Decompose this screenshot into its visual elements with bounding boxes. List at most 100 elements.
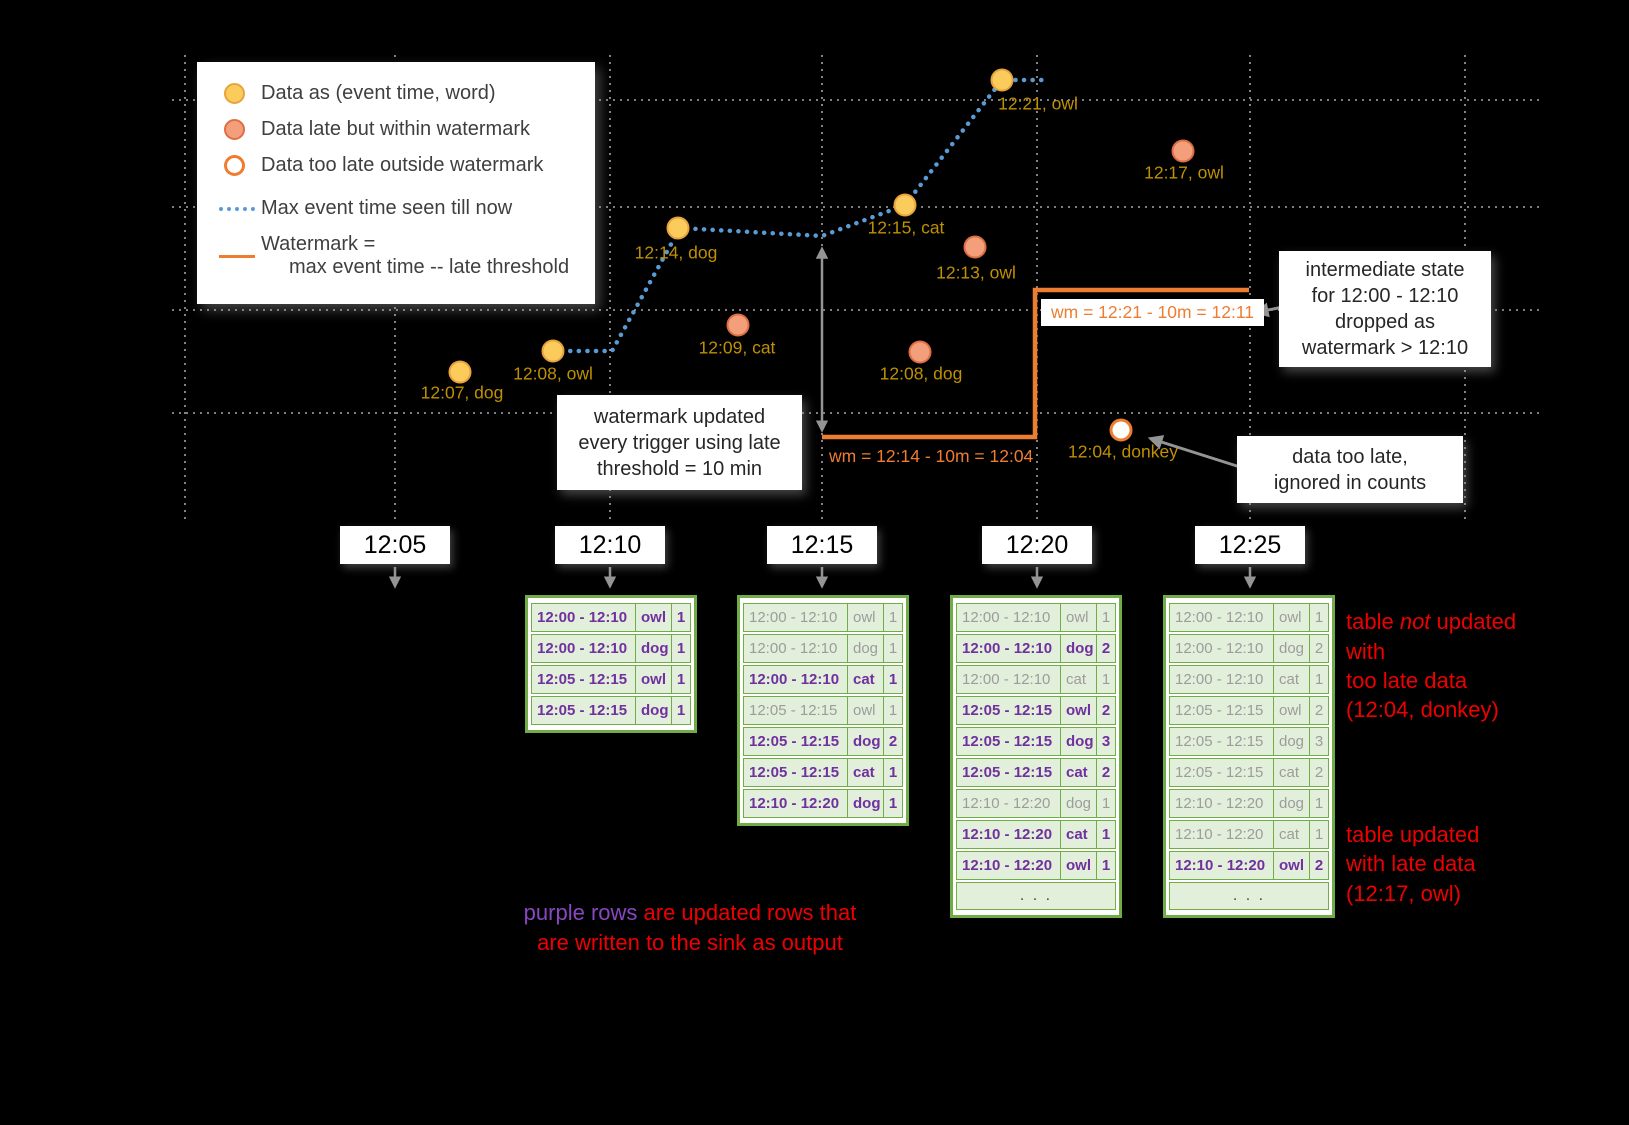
word-cell: dog bbox=[848, 728, 884, 755]
data-point-label: 12:17, owl bbox=[1144, 162, 1224, 183]
window-cell: 12:05 - 12:15 bbox=[957, 697, 1061, 724]
window-cell: 12:05 - 12:15 bbox=[1170, 759, 1274, 786]
count-cell: 1 bbox=[888, 795, 898, 812]
word-cell: cat bbox=[1061, 821, 1097, 848]
word-cell: owl bbox=[1274, 697, 1310, 724]
count-cell: 2 bbox=[888, 733, 898, 750]
word-cell: owl bbox=[636, 666, 672, 693]
watermark-line bbox=[822, 287, 1249, 440]
word-cell: dog bbox=[1061, 728, 1097, 755]
window-cell: 12:00 - 12:10 bbox=[957, 635, 1061, 662]
window-cell: 12:05 - 12:15 bbox=[1170, 728, 1274, 755]
window-cell: 12:05 - 12:15 bbox=[532, 697, 636, 724]
data-toolate-icon bbox=[217, 155, 261, 176]
table-ellipsis-row: . . . bbox=[956, 882, 1116, 910]
window-cell: 12:05 - 12:15 bbox=[957, 759, 1061, 786]
legend-label: Watermark = max event time -- late thres… bbox=[261, 233, 570, 278]
time-axis-arrows bbox=[388, 567, 1257, 589]
window-cell: 12:10 - 12:20 bbox=[1170, 790, 1274, 817]
word-cell: owl bbox=[1274, 604, 1310, 631]
data-point-label: 12:07, dog bbox=[420, 382, 504, 403]
count-cell: 1 bbox=[1314, 671, 1324, 688]
max-event-time-line bbox=[550, 77, 1046, 354]
count-cell: 2 bbox=[1101, 702, 1111, 719]
count-cell: 1 bbox=[676, 671, 686, 688]
window-cell: 12:05 - 12:15 bbox=[744, 759, 848, 786]
word-cell: dog bbox=[1061, 635, 1097, 662]
window-cell: 12:05 - 12:15 bbox=[744, 728, 848, 755]
data-point-ontime bbox=[893, 193, 917, 217]
annotation-purple-rows: purple rows are updated rows that are wr… bbox=[523, 900, 857, 955]
word-cell: owl bbox=[1274, 852, 1310, 879]
word-cell: dog bbox=[848, 635, 884, 662]
table-ellipsis-row: . . . bbox=[1169, 882, 1329, 910]
time-label-12-25: 12:25 bbox=[1195, 526, 1305, 564]
count-cell: 1 bbox=[1101, 826, 1111, 843]
data-point-label: 12:15, cat bbox=[867, 217, 945, 238]
data-point-late bbox=[1171, 139, 1195, 163]
data-point-label: 12:13, owl bbox=[936, 262, 1016, 283]
count-cell: 2 bbox=[1314, 764, 1324, 781]
window-cell: 12:00 - 12:10 bbox=[532, 635, 636, 662]
word-cell: dog bbox=[1274, 728, 1310, 755]
window-cell: 12:10 - 12:20 bbox=[957, 852, 1061, 879]
legend-item-ontime: Data as (event time, word) bbox=[217, 82, 581, 105]
legend-label: Data too late outside watermark bbox=[261, 154, 544, 176]
window-cell: 12:00 - 12:10 bbox=[532, 604, 636, 631]
legend-label: Data as (event time, word) bbox=[261, 82, 496, 104]
window-cell: 12:10 - 12:20 bbox=[957, 790, 1061, 817]
data-point-label: 12:09, cat bbox=[698, 337, 776, 358]
max-event-time-line-icon bbox=[217, 206, 261, 211]
time-label-12-20: 12:20 bbox=[982, 526, 1092, 564]
word-cell: cat bbox=[1274, 821, 1310, 848]
count-cell: 3 bbox=[1101, 733, 1111, 750]
word-cell: dog bbox=[1274, 635, 1310, 662]
window-cell: 12:00 - 12:10 bbox=[1170, 635, 1274, 662]
time-label-12-05: 12:05 bbox=[340, 526, 450, 564]
word-cell: owl bbox=[1061, 852, 1097, 879]
window-cell: 12:00 - 12:10 bbox=[1170, 666, 1274, 693]
count-cell: 1 bbox=[1101, 671, 1111, 688]
count-cell: 1 bbox=[888, 671, 898, 688]
data-point-late bbox=[908, 340, 932, 364]
count-cell: 1 bbox=[1101, 609, 1111, 626]
count-cell: 2 bbox=[1314, 857, 1324, 874]
count-cell: 1 bbox=[676, 640, 686, 657]
word-cell: dog bbox=[848, 790, 884, 817]
count-cell: 1 bbox=[888, 609, 898, 626]
window-cell: 12:10 - 12:20 bbox=[957, 821, 1061, 848]
watermark-value-label-1: wm = 12:14 - 10m = 12:04 bbox=[829, 446, 1034, 466]
count-cell: 1 bbox=[676, 702, 686, 719]
window-cell: 12:10 - 12:20 bbox=[744, 790, 848, 817]
callout-intermediate-state: intermediate state for 12:00 - 12:10 dro… bbox=[1279, 251, 1491, 367]
word-cell: cat bbox=[1274, 666, 1310, 693]
count-cell: 1 bbox=[1314, 609, 1324, 626]
word-cell: owl bbox=[848, 604, 884, 631]
count-cell: 1 bbox=[1101, 795, 1111, 812]
watermark-line-icon bbox=[217, 254, 261, 258]
too-late-pointer-arrow bbox=[1147, 435, 1241, 469]
word-cell: dog bbox=[1274, 790, 1310, 817]
count-cell: 1 bbox=[888, 764, 898, 781]
word-cell: cat bbox=[1061, 666, 1097, 693]
legend-item-toolate: Data too late outside watermark bbox=[217, 154, 581, 177]
